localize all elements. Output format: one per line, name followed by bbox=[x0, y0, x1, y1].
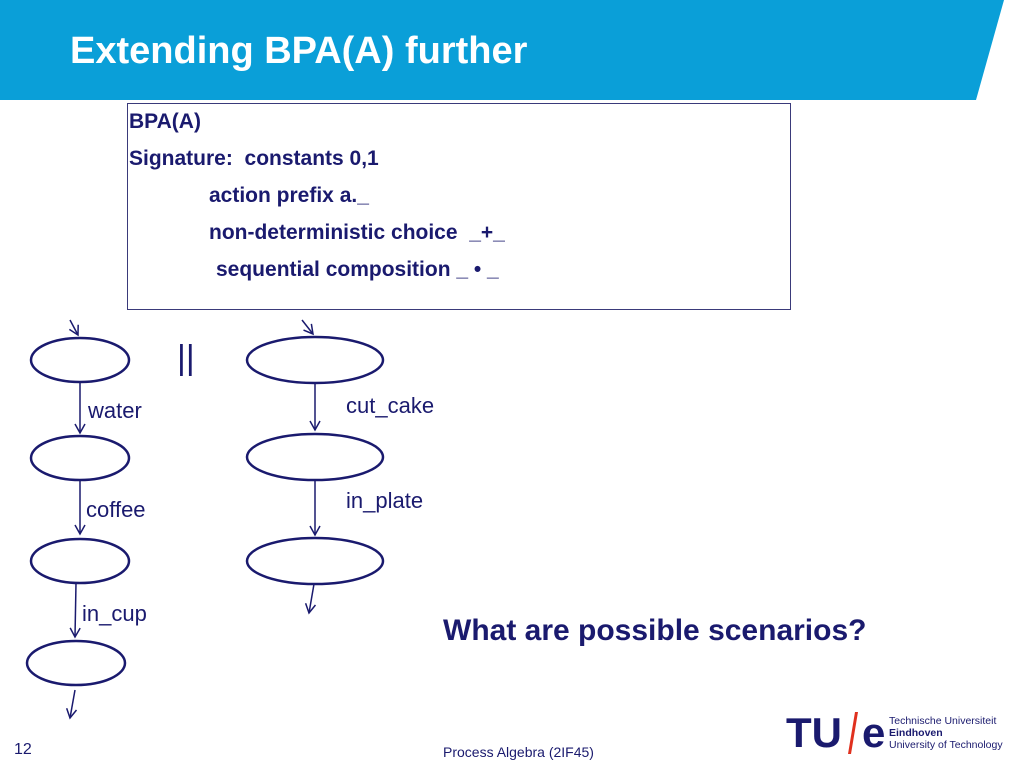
logo-slash-icon bbox=[848, 712, 858, 754]
right-termination-arrow bbox=[304, 583, 317, 615]
logo-mark-tu: TU bbox=[786, 709, 842, 756]
left-state-1 bbox=[29, 336, 131, 384]
left-state-3 bbox=[29, 537, 131, 585]
footer-course-title: Process Algebra (2IF45) bbox=[443, 744, 594, 760]
label-in-cup: in_cup bbox=[82, 601, 147, 626]
right-state-1 bbox=[245, 335, 385, 385]
signature-line-constants: Signature: constants 0,1 bbox=[129, 147, 379, 170]
logo-line-3: University of Technology bbox=[889, 739, 1003, 751]
right-state-2 bbox=[245, 432, 385, 482]
right-entry-arrow bbox=[301, 319, 314, 336]
page-number: 12 bbox=[14, 741, 32, 758]
scenario-question: What are possible scenarios? bbox=[443, 614, 867, 647]
left-entry-arrow bbox=[68, 319, 79, 337]
header-banner bbox=[0, 0, 1004, 100]
logo-mark-e: e bbox=[862, 709, 886, 756]
signature-line-action-prefix: action prefix a._ bbox=[209, 184, 369, 207]
tue-logo: TU e Technische Universiteit Eindhoven U… bbox=[786, 708, 1018, 758]
label-coffee: coffee bbox=[86, 497, 146, 522]
slide-header: Extending BPA(A) further bbox=[0, 0, 1024, 100]
label-water: water bbox=[88, 398, 142, 423]
left-state-2 bbox=[29, 434, 131, 482]
parallel-composition-symbol: || bbox=[177, 339, 195, 377]
label-cut-cake: cut_cake bbox=[346, 393, 435, 418]
signature-line-name: BPA(A) bbox=[129, 110, 201, 133]
signature-line-choice: non-deterministic choice _+_ bbox=[209, 221, 505, 244]
slide-title: Extending BPA(A) further bbox=[70, 30, 528, 72]
logo-text: Technische Universiteit Eindhoven Univer… bbox=[889, 715, 1003, 751]
left-state-4 bbox=[25, 639, 127, 687]
right-state-3 bbox=[245, 536, 385, 586]
left-termination-arrow bbox=[65, 689, 78, 720]
label-in-plate: in_plate bbox=[346, 488, 424, 513]
logo-line-1: Technische Universiteit bbox=[889, 715, 997, 727]
signature-box: BPA(A) Signature: constants 0,1 action p… bbox=[127, 103, 791, 310]
signature-line-sequential: sequential composition _ • _ bbox=[216, 258, 499, 281]
logo-line-2: Eindhoven bbox=[889, 727, 943, 739]
left-transition-in-cup bbox=[69, 582, 81, 639]
